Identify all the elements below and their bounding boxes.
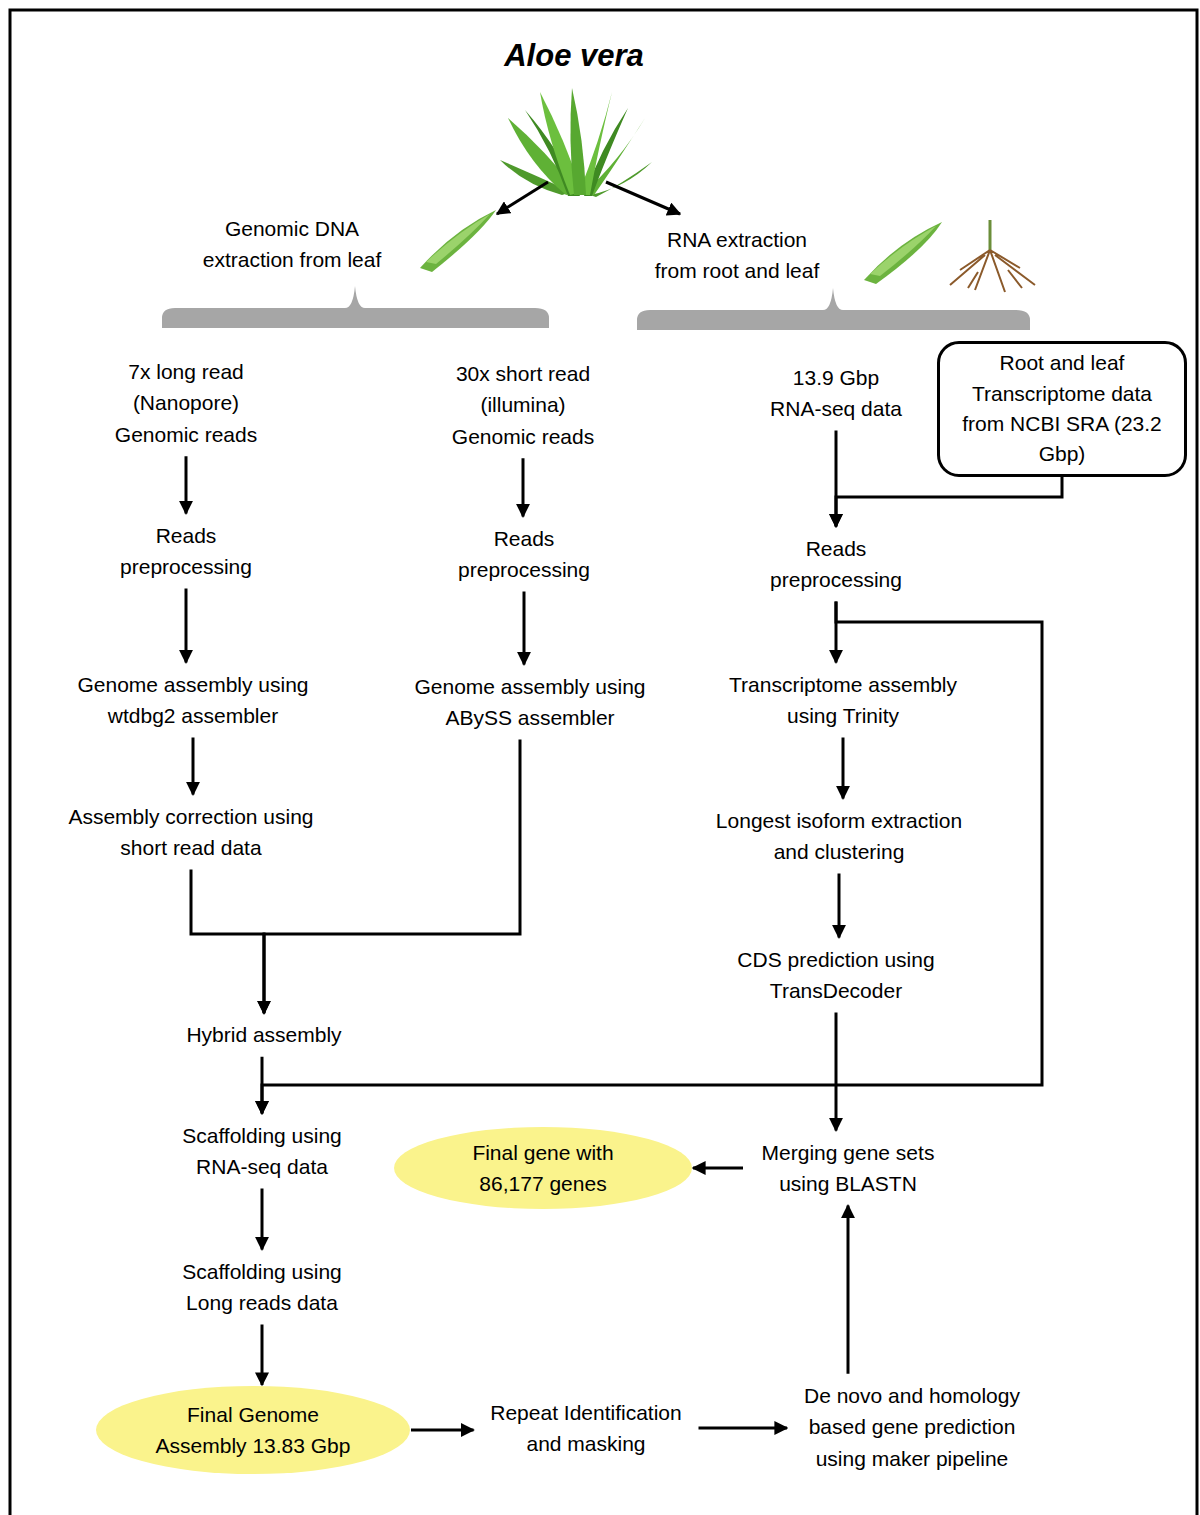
flow-arrow <box>185 589 188 663</box>
node-text: Scaffolding using RNA-seq data <box>166 1120 358 1183</box>
process-step: RNA extraction from root and leaf <box>642 218 832 293</box>
node-text: Reads preprocessing <box>760 533 912 596</box>
flow-arrow <box>842 738 845 799</box>
ellipse-fill <box>96 1386 410 1474</box>
node-text: Transcriptome assembly using Trinity <box>707 669 979 732</box>
flow-arrow <box>699 1427 788 1430</box>
node-text: Final gene with 86,177 genes <box>453 1137 633 1200</box>
node-text: Final Genome Assembly 13.83 Gbp <box>147 1399 359 1462</box>
process-step: 7x long read (Nanopore) Genomic reads <box>99 350 274 457</box>
grouping-bracket <box>637 288 1030 330</box>
root-icon <box>950 220 1035 292</box>
process-step: Hybrid assembly <box>164 1013 364 1057</box>
plant-arrow <box>606 182 680 214</box>
process-step: Assembly correction using short read dat… <box>41 795 341 870</box>
result-ellipse: Final gene with 86,177 genes <box>393 1126 693 1210</box>
process-step: Merging gene sets using BLASTN <box>743 1131 953 1206</box>
flow-arrow <box>264 740 520 1014</box>
process-step: CDS prediction using TransDecoder <box>711 938 961 1013</box>
flow-arrow <box>411 1429 474 1432</box>
node-text: Assembly correction using short read dat… <box>45 801 337 864</box>
flow-arrow <box>192 738 195 795</box>
node-text: 7x long read (Nanopore) Genomic reads <box>103 356 270 451</box>
node-text: Genome assembly using ABySS assembler <box>394 671 666 734</box>
process-step: Scaffolding using Long reads data <box>162 1250 362 1325</box>
node-text: RNA extraction from root and leaf <box>646 224 828 287</box>
flow-arrow <box>261 1189 264 1250</box>
process-step: Genomic DNA extraction from leaf <box>180 207 405 282</box>
flow-arrow <box>261 1325 264 1386</box>
process-step: Scaffolding using RNA-seq data <box>162 1114 362 1189</box>
data-box: Root and leaf Transcriptome data from NC… <box>937 341 1187 477</box>
flow-arrow <box>185 456 188 513</box>
flow-arrow <box>523 592 526 665</box>
root-strands <box>950 250 1035 292</box>
node-text: Root and leaf Transcriptome data from NC… <box>950 348 1174 470</box>
process-step: Reads preprocessing <box>444 517 604 592</box>
node-text: Reads preprocessing <box>448 523 600 586</box>
flow-arrow <box>838 874 841 938</box>
ellipse-outline <box>393 1126 693 1210</box>
leaf-shape <box>420 210 496 272</box>
process-step: 13.9 Gbp RNA-seq data <box>761 356 911 431</box>
node-text: Scaffolding using Long reads data <box>166 1256 358 1319</box>
grouping-bracket <box>162 286 549 328</box>
root-stem <box>989 220 992 250</box>
node-text: CDS prediction using TransDecoder <box>715 944 957 1007</box>
flow-arrow <box>835 1013 838 1131</box>
flow-arrow <box>262 602 1042 1114</box>
diagram-title: Aloe vera <box>374 38 774 74</box>
flow-arrow <box>847 1206 850 1374</box>
plant-arrow <box>497 182 548 214</box>
aloe-plant <box>500 88 652 197</box>
process-step: Longest isoform extraction and clusterin… <box>697 799 982 874</box>
node-text: Genomic DNA extraction from leaf <box>184 213 401 276</box>
result-ellipse: Final Genome Assembly 13.83 Gbp <box>95 1385 411 1475</box>
leaf-highlight <box>426 214 490 264</box>
node-text: Repeat Identification and masking <box>478 1397 695 1460</box>
node-text: Reads preprocessing <box>110 520 262 583</box>
node-text: De novo and homology based gene predicti… <box>791 1380 1033 1475</box>
frame-border <box>10 10 1197 1515</box>
flow-arrow <box>191 870 264 1014</box>
node-text: Hybrid assembly <box>168 1019 360 1051</box>
flow-arrow <box>522 458 525 516</box>
leaf-icon <box>420 210 496 272</box>
ellipse-outline <box>95 1385 411 1475</box>
node-text: Merging gene sets using BLASTN <box>747 1137 949 1200</box>
process-step: Genome assembly using ABySS assembler <box>390 665 670 740</box>
node-text: 30x short read (illumina) Genomic reads <box>440 358 607 453</box>
flow-arrow <box>693 1167 743 1170</box>
process-step: De novo and homology based gene predicti… <box>787 1374 1037 1481</box>
process-step: Transcriptome assembly using Trinity <box>703 663 983 738</box>
plant-leaf <box>570 88 586 195</box>
node-text: Genome assembly using wtdbg2 assembler <box>57 669 329 732</box>
leaf-shape <box>864 222 942 284</box>
process-step: Repeat Identification and masking <box>474 1391 699 1466</box>
leaf-highlight <box>870 226 936 276</box>
node-text: Longest isoform extraction and clusterin… <box>701 805 978 868</box>
flow-arrow <box>836 477 1062 527</box>
process-step: Genome assembly using wtdbg2 assembler <box>53 663 333 738</box>
process-step: Reads preprocessing <box>106 514 266 589</box>
leaf-icon <box>864 222 942 284</box>
process-step: 30x short read (illumina) Genomic reads <box>436 352 611 459</box>
process-step: Reads preprocessing <box>756 527 916 602</box>
node-text: 13.9 Gbp RNA-seq data <box>765 362 907 425</box>
ellipse-fill <box>394 1127 692 1209</box>
